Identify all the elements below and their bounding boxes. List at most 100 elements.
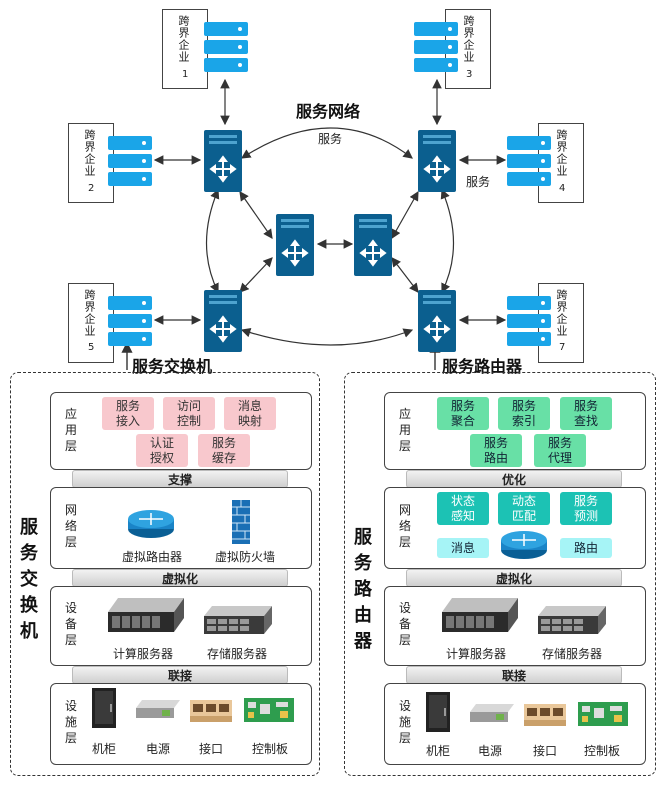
chip-routing: 路由 bbox=[560, 538, 612, 558]
enterprise-server-icon bbox=[414, 22, 458, 78]
enterprise-label-5: 跨界企业 bbox=[83, 289, 96, 337]
cabinet-caption: 机柜 bbox=[425, 744, 450, 758]
switch-label: 服务交换机 bbox=[132, 357, 213, 376]
virtual-firewall-caption: 虚拟防火墙 bbox=[214, 550, 275, 564]
chip-service-aggregation: 服务 聚合 bbox=[437, 397, 489, 430]
router-stack-frame bbox=[344, 372, 656, 776]
interface-port-caption: 接口 bbox=[198, 742, 223, 756]
router-side-title: 服务路由器 bbox=[354, 527, 372, 652]
enterprise-server-icon bbox=[108, 296, 152, 352]
enterprise-number-4: 4 bbox=[559, 183, 566, 194]
enterprise-label-7: 跨界企业 bbox=[555, 289, 568, 337]
cabinet-icon bbox=[92, 688, 116, 732]
power-supply-caption: 电源 bbox=[477, 744, 502, 758]
enterprise-box-2 bbox=[68, 123, 114, 203]
chip-auth: 认证 授权 bbox=[136, 434, 188, 467]
switch-bar-support: 支撑 bbox=[72, 470, 288, 488]
control-board-icon bbox=[244, 698, 294, 726]
chip-message: 消息 bbox=[437, 538, 489, 558]
router-app-layer-title: 应用层 bbox=[398, 407, 411, 453]
chip-service-access: 服务 接入 bbox=[102, 397, 154, 430]
switch-bar-virtualization: 虚拟化 bbox=[72, 569, 288, 587]
network-title: 服务网络 bbox=[296, 102, 361, 121]
chip-state-aware: 状态 感知 bbox=[437, 492, 489, 525]
enterprise-number-5: 5 bbox=[88, 342, 95, 353]
switch-net-layer bbox=[50, 487, 312, 569]
compute-server-caption: 计算服务器 bbox=[445, 647, 506, 661]
switch-app-layer-title: 应用层 bbox=[64, 407, 77, 453]
router-label: 服务路由器 bbox=[442, 357, 523, 376]
enterprise-box-1 bbox=[162, 9, 208, 89]
cabinet-icon bbox=[426, 692, 450, 736]
enterprise-label-3: 跨界企业 bbox=[462, 15, 475, 63]
enterprise-number-2: 2 bbox=[88, 183, 95, 194]
storage-server-caption: 存储服务器 bbox=[541, 647, 602, 661]
switch-net-layer-title: 网络层 bbox=[64, 503, 77, 549]
virtual-router-caption: 虚拟路由器 bbox=[121, 550, 182, 564]
switch-facility-layer-title: 设施层 bbox=[64, 699, 77, 745]
chip-dynamic-match: 动态 匹配 bbox=[498, 492, 550, 525]
switch-stack-frame bbox=[10, 372, 320, 776]
chip-message-mapping: 消息 映射 bbox=[224, 397, 276, 430]
virtual-firewall-icon bbox=[232, 500, 250, 548]
enterprise-number-3: 3 bbox=[466, 69, 473, 80]
router-net-layer-title: 网络层 bbox=[398, 503, 411, 549]
ring-right-arc bbox=[440, 188, 455, 294]
switch-device-layer-title: 设备层 bbox=[64, 601, 77, 647]
enterprise-server-icon bbox=[507, 296, 551, 352]
enterprise-label-1: 跨界企业 bbox=[177, 15, 190, 63]
switch-node-icon bbox=[418, 130, 456, 196]
interface-port-icon bbox=[190, 700, 232, 726]
router-bar-virtualization: 虚拟化 bbox=[406, 569, 622, 587]
enterprise-label-2: 跨界企业 bbox=[83, 129, 96, 177]
cabinet-caption: 机柜 bbox=[91, 742, 116, 756]
link-tl-inner bbox=[239, 191, 273, 239]
storage-server-caption: 存储服务器 bbox=[206, 647, 267, 661]
storage-server-icon bbox=[202, 606, 272, 642]
enterprise-server-icon bbox=[507, 136, 551, 192]
power-supply-icon bbox=[470, 702, 514, 728]
service-label-right: 服务 bbox=[466, 175, 491, 189]
ring-left-arc bbox=[205, 188, 220, 294]
ring-top-arc bbox=[240, 127, 413, 159]
interface-port-caption: 接口 bbox=[532, 744, 557, 758]
control-board-caption: 控制板 bbox=[251, 742, 288, 756]
virtual-router-icon bbox=[127, 507, 175, 543]
enterprise-label-4: 跨界企业 bbox=[555, 129, 568, 177]
chip-access-control: 访问 控制 bbox=[163, 397, 215, 430]
chip-service-lookup: 服务 查找 bbox=[560, 397, 612, 430]
switch-node-icon bbox=[418, 290, 456, 356]
control-board-caption: 控制板 bbox=[583, 744, 620, 758]
storage-server-icon bbox=[536, 606, 606, 642]
chip-service-predict: 服务 预测 bbox=[560, 492, 612, 525]
link-br-inner bbox=[391, 257, 419, 293]
switch-node-icon bbox=[354, 214, 392, 280]
link-bl-inner bbox=[239, 257, 273, 293]
router-bar-connect: 联接 bbox=[406, 666, 622, 684]
chip-service-routing: 服务 路由 bbox=[470, 434, 522, 467]
enterprise-number-1: 1 bbox=[182, 69, 189, 80]
enterprise-number-7: 7 bbox=[559, 342, 566, 353]
switch-side-title: 服务交换机 bbox=[20, 517, 38, 642]
control-board-icon bbox=[578, 702, 628, 730]
power-supply-caption: 电源 bbox=[145, 742, 170, 756]
service-label-top: 服务 bbox=[318, 132, 343, 146]
router-device-layer-title: 设备层 bbox=[398, 601, 411, 647]
switch-node-icon bbox=[204, 290, 242, 356]
chip-service-index: 服务 索引 bbox=[498, 397, 550, 430]
compute-server-caption: 计算服务器 bbox=[112, 647, 173, 661]
link-tr-inner bbox=[391, 190, 419, 240]
router-facility-layer-title: 设施层 bbox=[398, 699, 411, 745]
ring-bottom-arc bbox=[240, 328, 414, 346]
enterprise-server-icon bbox=[204, 22, 248, 78]
chip-service-cache: 服务 缓存 bbox=[198, 434, 250, 467]
enterprise-server-icon bbox=[108, 136, 152, 192]
router-icon bbox=[500, 528, 548, 564]
compute-server-icon bbox=[108, 598, 184, 642]
router-bar-optimize: 优化 bbox=[406, 470, 622, 488]
interface-port-icon bbox=[524, 704, 566, 730]
compute-server-icon bbox=[442, 598, 518, 642]
switch-bar-connect: 联接 bbox=[72, 666, 288, 684]
